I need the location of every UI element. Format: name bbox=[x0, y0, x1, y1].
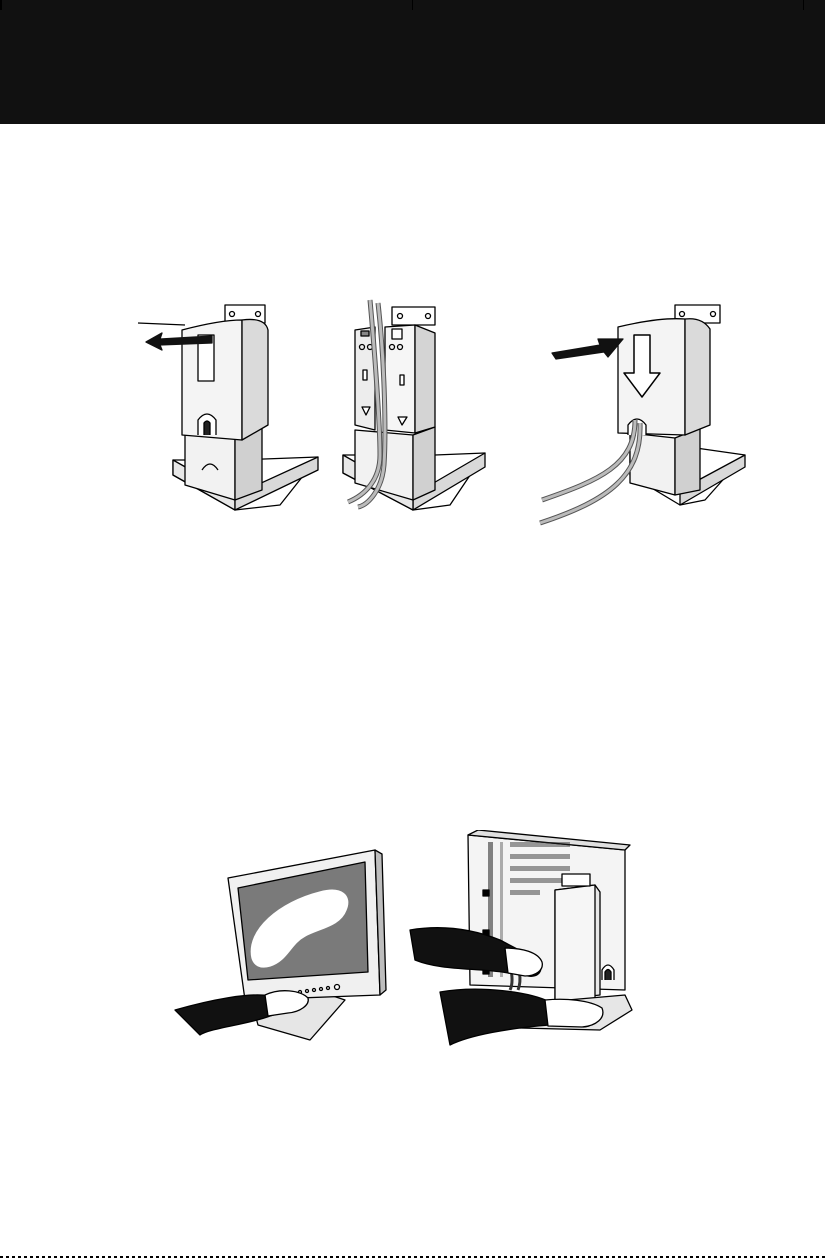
panel-remove-cover bbox=[138, 305, 318, 510]
crop-mark-top-left bbox=[0, 0, 2, 10]
figure-stand-cover bbox=[130, 295, 770, 545]
header-band bbox=[0, 0, 825, 124]
crop-mark-top-center bbox=[412, 0, 413, 10]
panel-route-cables bbox=[343, 300, 485, 510]
panel-front-view bbox=[175, 850, 386, 1040]
crop-mark-top-right bbox=[803, 0, 804, 10]
figure-monitor-handling bbox=[170, 830, 640, 1060]
arrow-right-icon bbox=[552, 339, 623, 359]
panel-rear-view bbox=[410, 830, 632, 1045]
figure-stand-cover-svg bbox=[130, 295, 770, 545]
crop-mark-bottom-line bbox=[0, 1256, 825, 1258]
figure-monitor-handling-svg bbox=[170, 830, 640, 1060]
